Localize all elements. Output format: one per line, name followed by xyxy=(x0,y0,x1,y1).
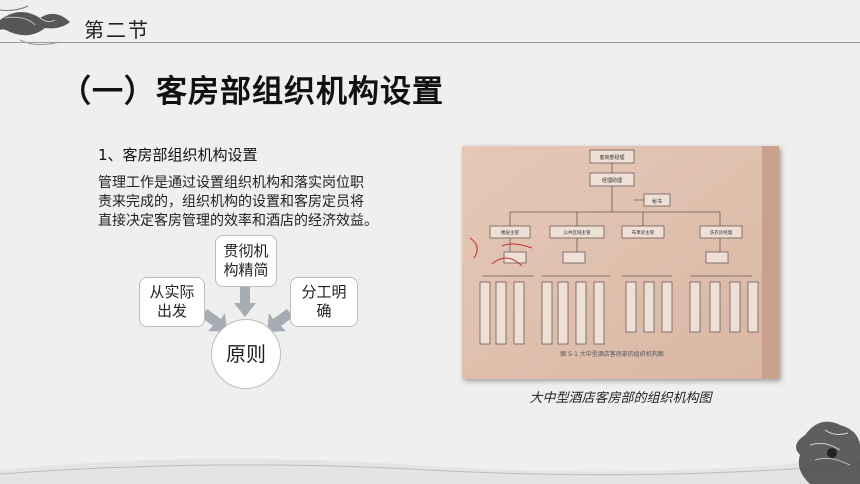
flower-decoration-top-left xyxy=(0,5,70,46)
body-line: 管理工作是通过设置组织机构和落实岗位职 xyxy=(98,175,364,191)
node-line: 确 xyxy=(316,302,332,320)
node-line: 分工明 xyxy=(301,283,347,301)
node-line: 贯彻机 xyxy=(223,242,269,260)
flower-decoration-bottom-right xyxy=(796,421,860,484)
principles-diagram: 贯彻机构精简 从实际出发 分工明确 原则 xyxy=(135,235,365,390)
page-title: （一）客房部组织机构设置 xyxy=(60,74,444,110)
arrow-left xyxy=(201,309,227,332)
arrow-right xyxy=(267,309,293,332)
diagram-arrows xyxy=(201,287,293,332)
chart-manager-label: 楼层主管 xyxy=(501,229,519,236)
section-title: 第二节 xyxy=(84,18,150,42)
node-line: 出发 xyxy=(156,302,187,320)
node-line: 构精简 xyxy=(223,261,269,279)
chart-manager-label: 布草房主管 xyxy=(632,229,655,236)
body-paragraph: 管理工作是通过设置组织机构和落实岗位职 责来完成的，组织机构的设置和客房定员将 … xyxy=(98,174,418,231)
org-chart-photo: 客房部经理 经理助理 秘书 楼层主管 公共区域主管 布草房主管 洗衣房经理 图 … xyxy=(462,146,779,379)
chart-level2-label: 经理助理 xyxy=(602,177,622,184)
node-line: 从实际 xyxy=(149,283,195,301)
subtitle: 1、客房部组织机构设置 xyxy=(98,146,258,164)
figure-label: 图 5-1 大中型酒店客房部的组织机构图 xyxy=(560,350,664,358)
chart-manager-label: 洗衣房经理 xyxy=(710,229,733,236)
org-chart-image: 客房部经理 经理助理 秘书 楼层主管 公共区域主管 布草房主管 洗衣房经理 图 … xyxy=(462,146,779,379)
arrow-top xyxy=(234,287,256,317)
figure-caption: 大中型酒店客房部的组织机构图 xyxy=(529,391,712,406)
header-divider xyxy=(0,42,860,43)
chart-level3-label: 秘书 xyxy=(652,198,662,205)
chart-manager-label: 公共区域主管 xyxy=(564,229,591,236)
principle-top-node: 贯彻机构精简 xyxy=(215,235,277,287)
principle-right-node: 分工明确 xyxy=(290,277,358,327)
body-line: 直接决定客房管理的效率和酒店的经济效益。 xyxy=(98,213,378,229)
principle-left-node: 从实际出发 xyxy=(139,277,205,327)
body-line: 责来完成的，组织机构的设置和客房定员将 xyxy=(98,194,364,210)
chart-top-label: 客房部经理 xyxy=(599,154,624,161)
bottom-wave-decoration xyxy=(0,458,860,484)
principle-center-node: 原则 xyxy=(211,319,281,389)
